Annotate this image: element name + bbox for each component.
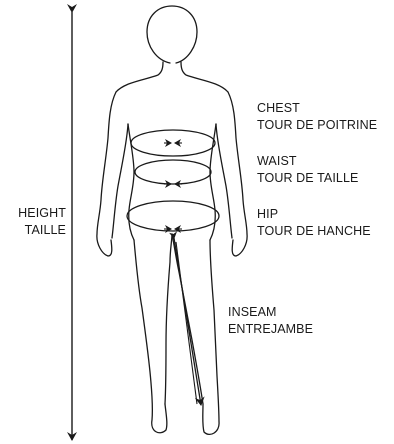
height-label-en: HEIGHT xyxy=(4,205,66,222)
chest-label-en: CHEST xyxy=(257,100,377,117)
inseam-arrow-icon xyxy=(174,238,201,405)
waist-label: WAIST TOUR DE TAILLE xyxy=(257,153,358,187)
height-label: HEIGHT TAILLE xyxy=(4,205,66,239)
inseam-label: INSEAM ENTREJAMBE xyxy=(228,304,313,338)
chest-label: CHEST TOUR DE POITRINE xyxy=(257,100,377,134)
body-outline-icon xyxy=(97,6,247,434)
chest-label-fr: TOUR DE POITRINE xyxy=(257,117,377,134)
hip-label-fr: TOUR DE HANCHE xyxy=(257,223,371,240)
waist-label-fr: TOUR DE TAILLE xyxy=(257,170,358,187)
chest-measure-loop-icon xyxy=(131,130,215,156)
inseam-label-fr: ENTREJAMBE xyxy=(228,321,313,338)
hip-measure-loop-icon xyxy=(127,201,219,231)
hip-label-en: HIP xyxy=(257,206,371,223)
waist-measure-loop-icon xyxy=(135,160,211,184)
waist-label-en: WAIST xyxy=(257,153,358,170)
hip-label: HIP TOUR DE HANCHE xyxy=(257,206,371,240)
height-label-fr: TAILLE xyxy=(4,222,66,239)
inseam-label-en: INSEAM xyxy=(228,304,313,321)
